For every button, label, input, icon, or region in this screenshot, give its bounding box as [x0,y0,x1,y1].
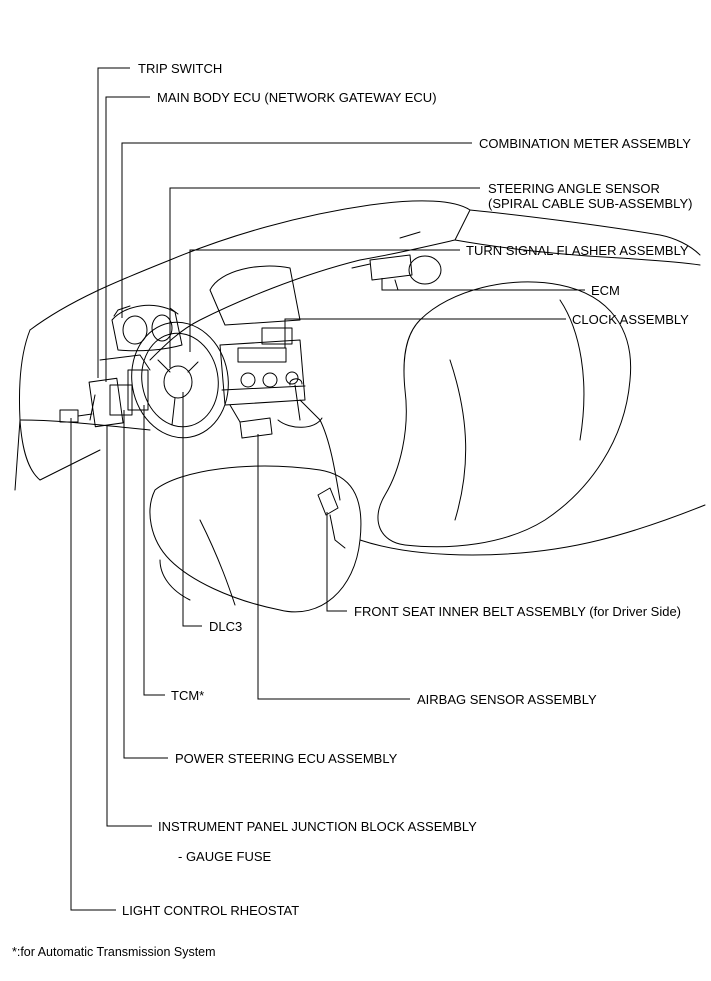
label-front-seat-belt: FRONT SEAT INNER BELT ASSEMBLY (for Driv… [354,604,682,619]
dash-top-right [454,239,701,266]
label-ecm: ECM [591,283,620,298]
windshield-base [469,209,701,256]
label-dlc3: DLC3 [209,619,243,634]
label-steering-angle-sensor: STEERING ANGLE SENSOR (SPIRAL CABLE SUB-… [488,181,693,211]
shift-lever [289,378,303,421]
seat-belt-buckle [317,487,339,516]
label-light-rheostat: LIGHT CONTROL RHEOSTAT [122,903,300,918]
label-power-steering-ecu: POWER STEERING ECU ASSEMBLY [175,751,398,766]
footnote: *:for Automatic Transmission System [12,945,216,959]
label-junction-block: INSTRUMENT PANEL JUNCTION BLOCK ASSEMBLY [158,819,477,834]
driver-seat [149,465,362,613]
label-main-body-ecu: MAIN BODY ECU (NETWORK GATEWAY ECU) [157,90,437,105]
dashboard-lower [19,329,41,481]
label-tcm: TCM* [171,688,205,703]
label-combination-meter: COMBINATION METER ASSEMBLY [479,136,691,151]
left-panel-edge [19,419,151,431]
passenger-seat [377,281,632,548]
light-rheostat [59,409,79,423]
label-trip-switch: TRIP SWITCH [138,61,223,76]
label-gauge-fuse: - GAUGE FUSE [178,849,272,864]
meter-cluster [111,304,183,352]
steering-hub [163,365,193,399]
label-turn-signal-flasher: TURN SIGNAL FLASHER ASSEMBLY [466,243,689,258]
clock-display [237,347,287,363]
tcm-box [127,369,149,411]
airbag-sensor [239,417,273,439]
center-panel [219,339,306,406]
leader-lines [70,67,585,911]
ecm [369,254,413,281]
junction-block [88,377,124,428]
label-clock: CLOCK ASSEMBLY [572,312,689,327]
label-airbag-sensor: AIRBAG SENSOR ASSEMBLY [417,692,597,707]
dashboard-outline [29,200,471,361]
